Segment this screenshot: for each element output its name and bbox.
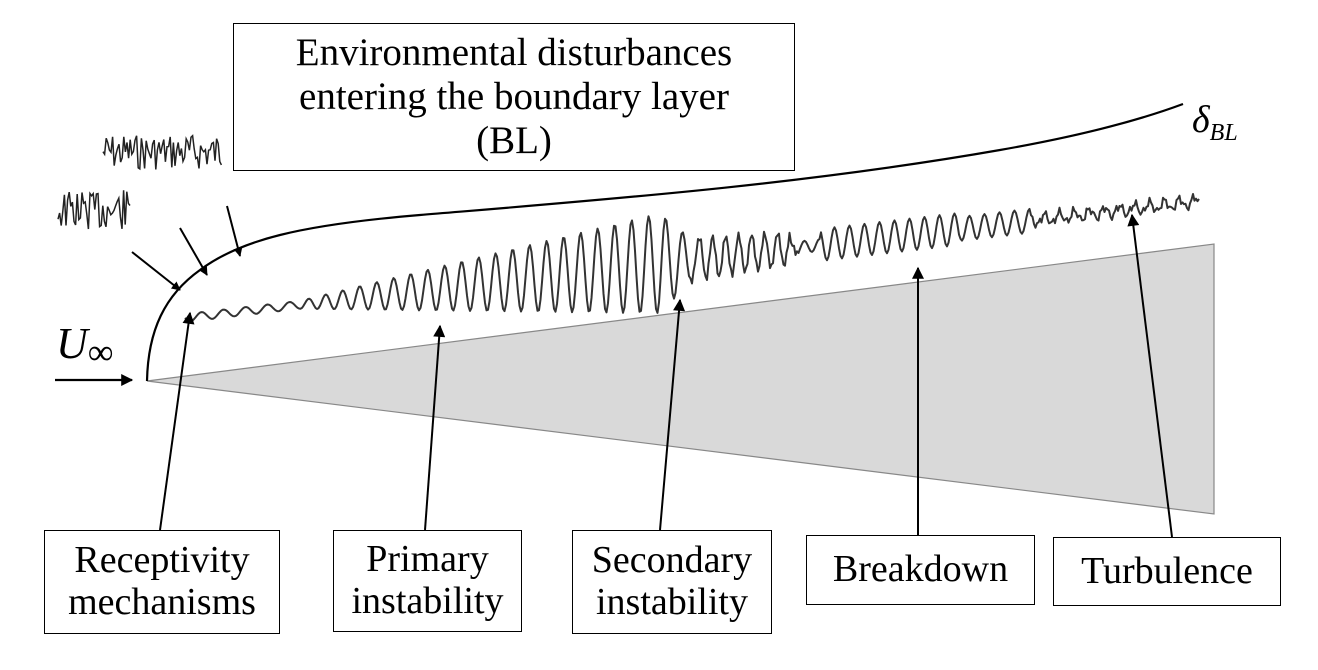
bl-thickness-subscript: BL <box>1209 120 1238 146</box>
stage-turbulence-box: Turbulence <box>1053 537 1281 606</box>
entry-arrow-2 <box>179 227 208 276</box>
title-line-2: entering the boundary layer <box>299 75 729 119</box>
entry-arrow-3 <box>226 205 243 257</box>
stage-secondary-box: Secondary instability <box>572 530 772 634</box>
stage-receptivity-line-2: mechanisms <box>68 581 256 623</box>
noise-trace-upper <box>102 134 223 171</box>
bl-thickness-label: δBL <box>1192 98 1238 147</box>
stage-secondary-line-1: Secondary <box>591 539 753 582</box>
arrow-turbulence <box>1127 213 1173 538</box>
stage-secondary-line-2: instability <box>595 581 748 623</box>
freestream-velocity-label: U∞ <box>56 318 113 373</box>
entry-arrow-1 <box>131 251 181 291</box>
arrow-primary <box>424 324 446 531</box>
stage-primary-box: Primary instability <box>333 530 522 632</box>
noise-trace-lower <box>57 190 131 230</box>
stage-turbulence-line-1: Turbulence <box>1081 549 1253 592</box>
stage-primary-line-2: instability <box>351 580 504 622</box>
title-line-1: Environmental disturbances <box>295 31 733 75</box>
freestream-subscript: ∞ <box>87 332 114 372</box>
freestream-symbol: U <box>56 319 88 368</box>
stage-breakdown-box: Breakdown <box>806 535 1035 605</box>
stage-receptivity-line-1: Receptivity <box>74 539 250 582</box>
boundary-layer-edge <box>145 102 1184 382</box>
arrow-receptivity <box>159 311 195 531</box>
stage-receptivity-box: Receptivity mechanisms <box>44 530 280 634</box>
stage-breakdown-line-1: Breakdown <box>832 548 1009 591</box>
title-line-3: (BL) <box>476 118 552 162</box>
disturbance-signal <box>184 193 1200 323</box>
arrow-secondary <box>659 298 686 531</box>
plate-body <box>146 243 1215 515</box>
title-box: Environmental disturbances entering the … <box>233 23 795 171</box>
bl-thickness-symbol: δ <box>1192 99 1210 141</box>
stage-primary-line-1: Primary <box>366 538 489 581</box>
